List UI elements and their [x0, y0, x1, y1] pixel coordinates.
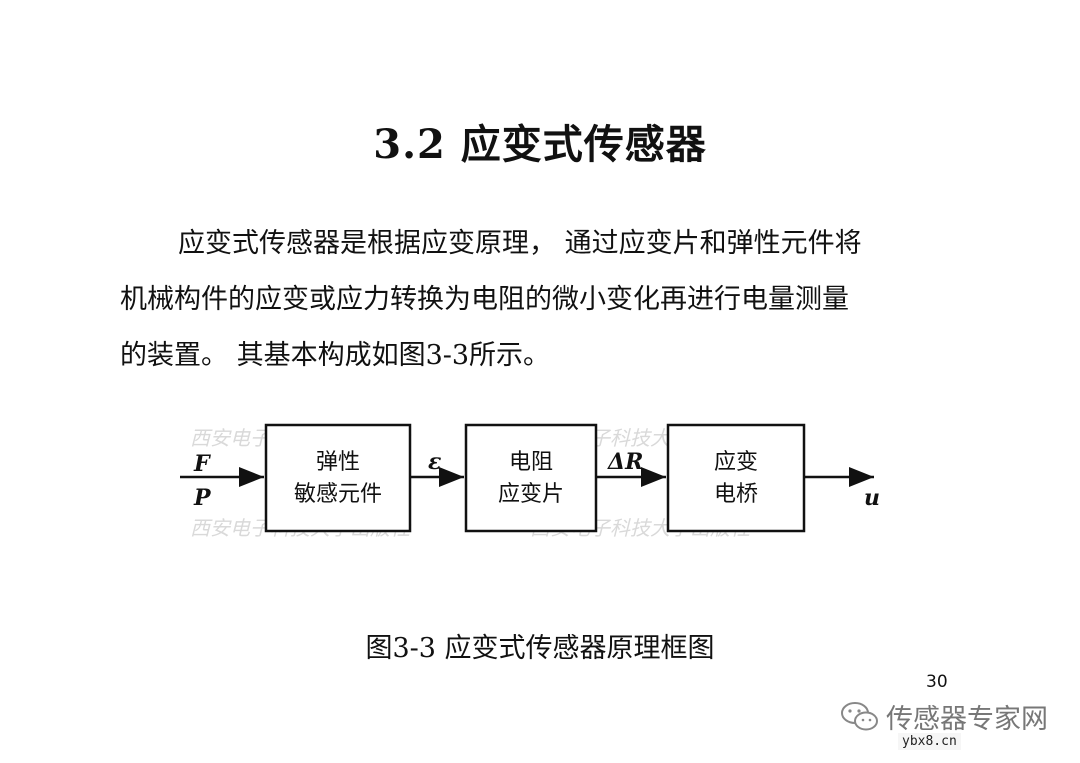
- site-url: ybx8.cn: [898, 733, 961, 750]
- account-watermark: 传感器专家网: [840, 697, 1048, 736]
- body-paragraph: 应变式传感器是根据应变原理， 通过应变片和弹性元件将 机械构件的应变或应力转换为…: [120, 216, 970, 384]
- input-f-label: F: [193, 451, 211, 477]
- delta-r-label: ΔR: [607, 449, 643, 475]
- block-bridge-line2: 电桥: [714, 482, 758, 507]
- epsilon-label: ε: [428, 449, 441, 475]
- block-strain-gauge: [464, 423, 598, 533]
- block-gauge-line1: 电阻: [509, 450, 553, 475]
- block-bridge: [666, 423, 806, 533]
- block-elastic-line2: 敏感元件: [294, 482, 382, 507]
- block-elastic-element: [264, 423, 412, 533]
- paragraph-line-2: 机械构件的应变或应力转换为电阻的微小变化再进行电量测量: [120, 284, 849, 315]
- figure-caption: 图3-3 应变式传感器原理框图: [365, 633, 715, 664]
- page-number: 30: [926, 672, 948, 692]
- block-elastic-line1: 弹性: [316, 450, 360, 475]
- watermark-text: 传感器专家网: [886, 704, 1048, 735]
- paragraph-line-3: 的装置。 其基本构成如图3-3所示。: [120, 340, 551, 371]
- block-bridge-line1: 应变: [714, 450, 758, 475]
- block-gauge-line2: 应变片: [498, 482, 564, 507]
- input-p-label: P: [193, 485, 212, 511]
- section-title: 3.2 应变式传感器: [373, 121, 707, 168]
- block-diagram: 西安电子科技大学出版社 西安电子科技大学出版社 西安电子科技大学出版社 西安电子…: [180, 415, 900, 545]
- wechat-icon: [841, 701, 878, 730]
- output-u-label: u: [864, 485, 880, 511]
- paragraph-line-1: 应变式传感器是根据应变原理， 通过应变片和弹性元件将: [178, 228, 862, 259]
